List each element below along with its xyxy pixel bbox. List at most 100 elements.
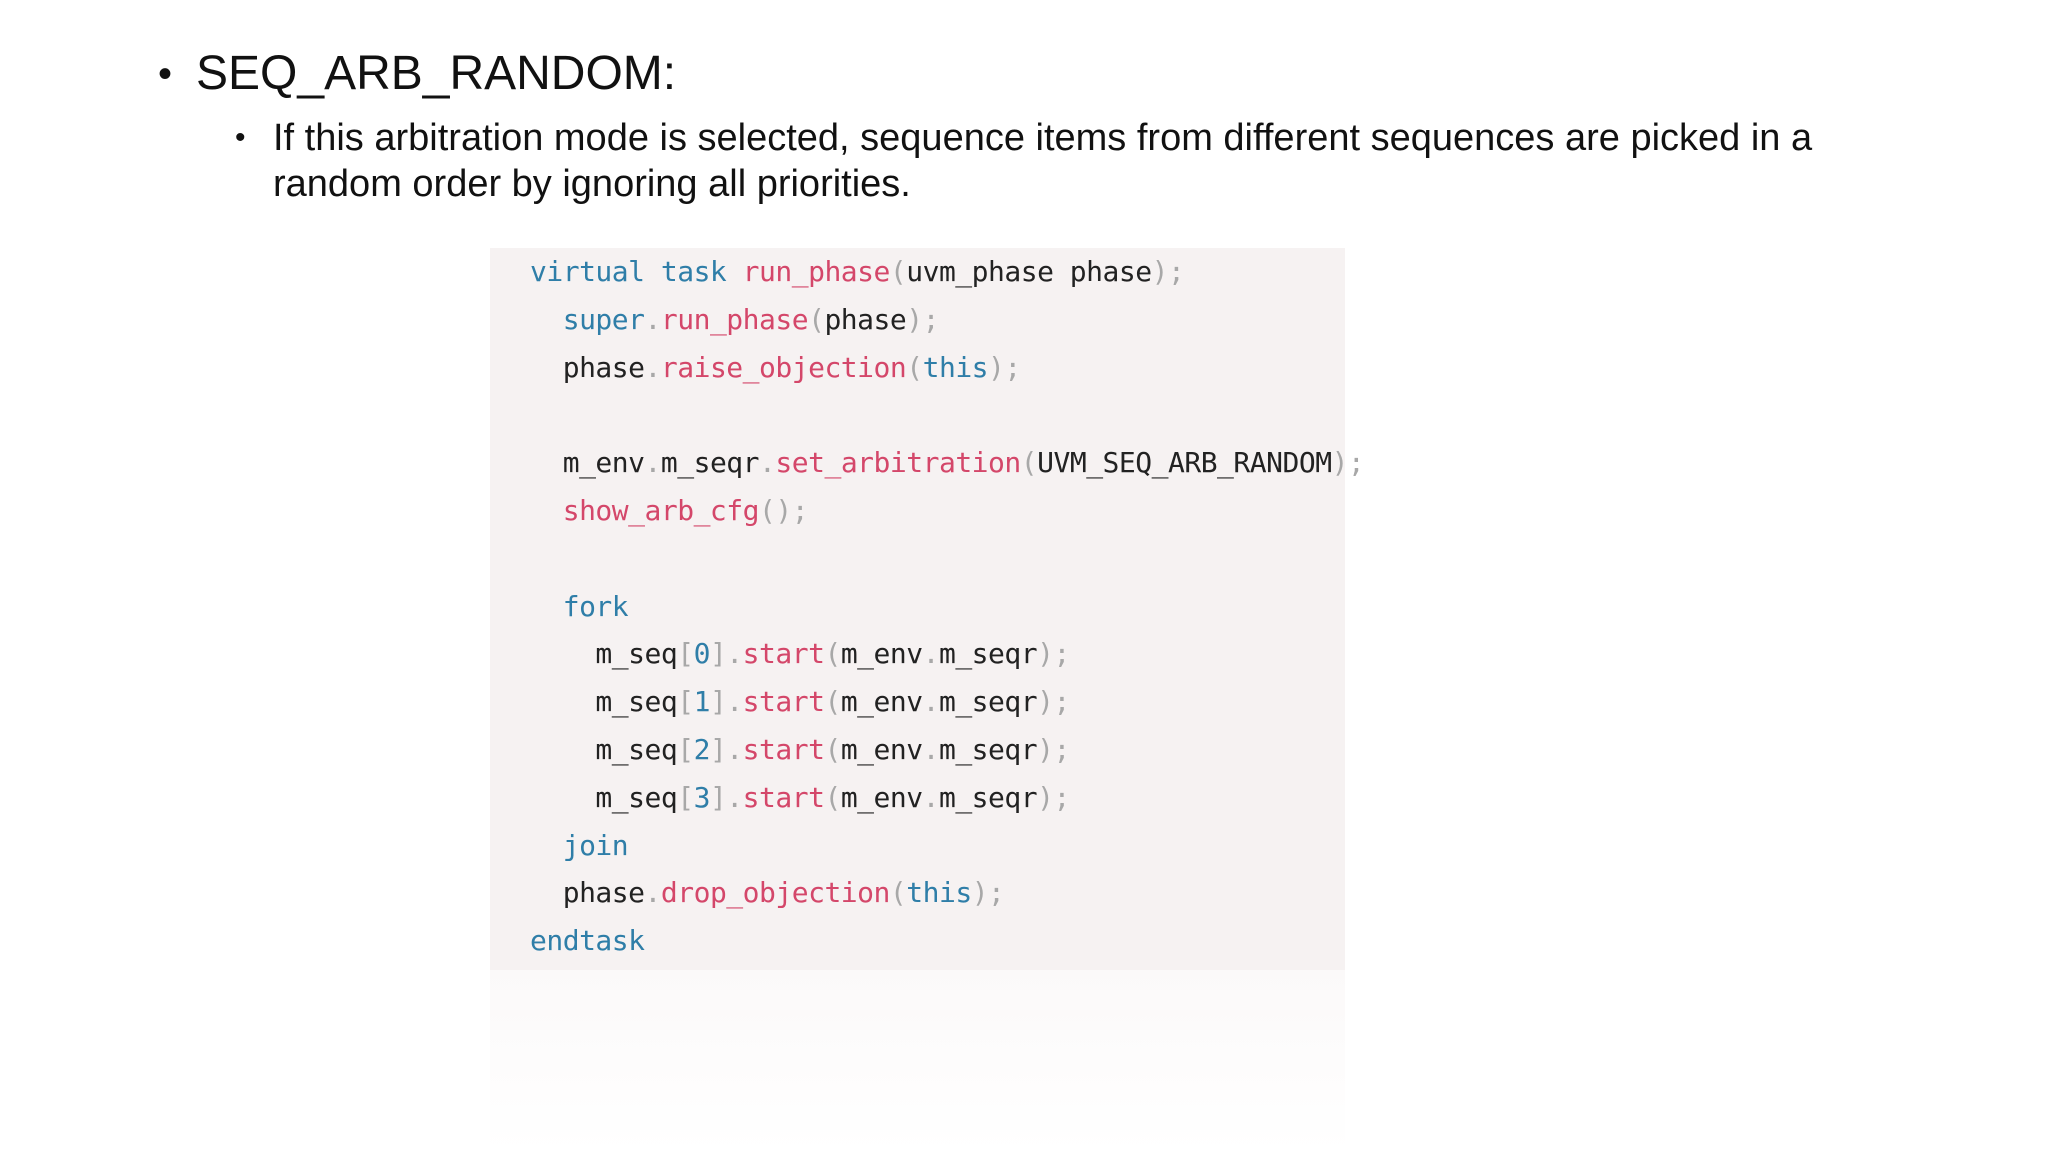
code-token: ]. xyxy=(709,637,743,671)
code-token: . xyxy=(644,350,662,384)
code-token: m_env xyxy=(840,732,923,766)
code-line xyxy=(530,535,1364,583)
code-token: . xyxy=(922,732,940,766)
code-token: m_env xyxy=(530,446,645,480)
code-token: m_seqr xyxy=(660,446,760,480)
code-line: fork xyxy=(530,583,1364,631)
code-token xyxy=(530,829,563,862)
code-token: . xyxy=(644,446,662,480)
code-token: run_phase xyxy=(660,302,809,336)
code-token: m_seqr xyxy=(938,780,1038,814)
code-token: ]. xyxy=(709,780,743,814)
code-line xyxy=(530,391,1364,439)
code-token: this xyxy=(922,350,989,384)
code-token: start xyxy=(742,780,825,814)
code-line: virtual task run_phase(uvm_phase phase); xyxy=(530,248,1364,296)
code-token: . xyxy=(922,685,940,719)
code-token: m_env xyxy=(840,780,923,814)
bullet-dot: • xyxy=(235,121,246,154)
code-token: 3 xyxy=(693,780,711,814)
code-line: join xyxy=(530,822,1364,870)
code-line: m_seq[0].start(m_env.m_seqr); xyxy=(530,630,1364,678)
code-token: join xyxy=(562,828,629,862)
code-token: m_seq xyxy=(530,685,678,719)
code-token xyxy=(530,303,563,336)
code-line: m_seq[1].start(m_env.m_seqr); xyxy=(530,678,1364,726)
code-token: ( xyxy=(824,780,841,814)
code-token: ); xyxy=(1037,637,1070,671)
code-token: ]. xyxy=(709,685,743,719)
bullet-main-text: SEQ_ARB_RANDOM: xyxy=(196,47,677,100)
code-lines: virtual task run_phase(uvm_phase phase);… xyxy=(530,248,1365,965)
code-token: fork xyxy=(562,589,629,623)
code-token: virtual task xyxy=(530,255,743,288)
code-line: m_env.m_seqr.set_arbitration(UVM_SEQ_ARB… xyxy=(530,439,1365,487)
code-token: ( xyxy=(824,685,841,719)
code-token: ); xyxy=(1331,446,1365,480)
code-token: ( xyxy=(906,350,923,384)
code-token: start xyxy=(742,685,825,719)
code-token xyxy=(530,494,563,527)
code-token: m_seq xyxy=(530,780,678,814)
code-token: ); xyxy=(988,350,1021,384)
code-token: this xyxy=(906,876,972,910)
code-token: set_arbitration xyxy=(775,446,1021,480)
code-token: m_seqr xyxy=(938,685,1038,719)
code-token: ( xyxy=(889,255,907,288)
code-token: m_env xyxy=(840,637,923,671)
code-token: ); xyxy=(1037,780,1070,814)
code-token: ); xyxy=(1037,732,1070,766)
code-token: . xyxy=(922,780,940,814)
bullet-dot: • xyxy=(158,52,173,96)
code-line: super.run_phase(phase); xyxy=(530,296,1364,344)
code-token: ( xyxy=(889,876,907,910)
code-line: m_seq[3].start(m_env.m_seqr); xyxy=(530,774,1364,822)
code-token: uvm_phase phase xyxy=(906,255,1152,288)
code-token xyxy=(530,590,563,623)
code-token: endtask xyxy=(530,924,645,958)
code-token: start xyxy=(742,637,825,671)
code-snippet: virtual task run_phase(uvm_phase phase);… xyxy=(490,248,1365,970)
code-token: . xyxy=(922,637,940,671)
code-token: phase xyxy=(530,876,645,910)
code-snippet-fade xyxy=(490,970,1345,1152)
code-token: 1 xyxy=(693,685,711,719)
code-token: raise_objection xyxy=(660,350,907,384)
code-token: UVM_SEQ_ARB_RANDOM xyxy=(1037,446,1332,480)
code-token: ); xyxy=(906,302,939,336)
code-token: [ xyxy=(677,732,694,766)
code-token: ]. xyxy=(709,732,743,766)
code-token: drop_objection xyxy=(660,876,891,910)
code-token: ); xyxy=(971,876,1005,910)
code-line: phase.drop_objection(this); xyxy=(530,869,1364,917)
code-token: super xyxy=(562,302,645,336)
code-line: endtask xyxy=(530,917,1364,965)
code-token: [ xyxy=(677,780,694,814)
code-token: . xyxy=(644,876,662,910)
code-line: m_seq[2].start(m_env.m_seqr); xyxy=(530,726,1364,774)
code-token: ( xyxy=(824,732,841,766)
bullet-sub-text: If this arbitration mode is selected, se… xyxy=(273,117,1813,205)
code-token: m_seqr xyxy=(938,732,1038,766)
code-token: ); xyxy=(1037,685,1070,719)
code-token: 2 xyxy=(693,732,711,766)
code-token: [ xyxy=(677,637,694,671)
code-token: show_arb_cfg xyxy=(562,493,760,527)
code-line: show_arb_cfg(); xyxy=(530,487,1364,535)
code-token: m_env xyxy=(840,685,923,719)
code-token: ( xyxy=(1020,446,1038,480)
code-token: ); xyxy=(1151,255,1185,288)
code-token: 0 xyxy=(693,637,711,671)
code-token: m_seq xyxy=(530,732,678,766)
code-token: . xyxy=(759,446,776,480)
code-token: phase xyxy=(824,302,907,336)
code-token: ( xyxy=(824,637,841,671)
code-token: (); xyxy=(759,493,809,527)
code-token: [ xyxy=(677,685,694,719)
code-token: ( xyxy=(808,302,825,336)
code-token: run_phase xyxy=(742,255,891,288)
code-token: . xyxy=(644,302,662,336)
code-token: phase xyxy=(530,350,645,384)
code-line: phase.raise_objection(this); xyxy=(530,344,1364,392)
